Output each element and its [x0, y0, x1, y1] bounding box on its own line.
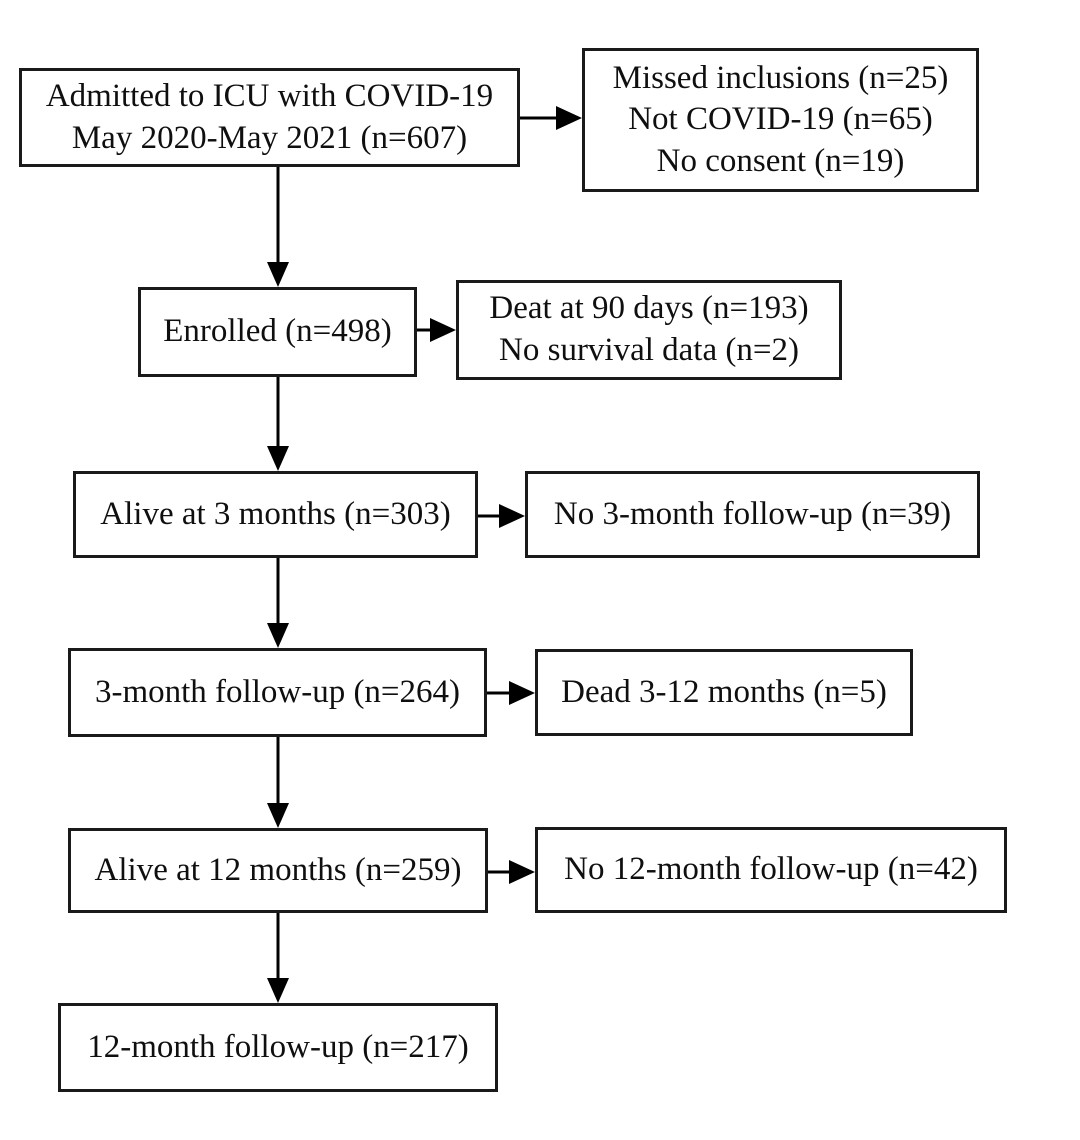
flow-box-dead-at-90-days: Deat at 90 days (n=193) No survival data…	[456, 280, 842, 380]
flow-box-no-12-month-follow-up: No 12-month follow-up (n=42)	[535, 827, 1007, 913]
down-arrow-fu3-to-alive12	[267, 737, 289, 828]
down-arrow-alive12-to-fu12	[267, 913, 289, 1003]
down-arrow-enrolled-to-alive3	[267, 377, 289, 471]
down-arrow-alive3-to-fu3	[267, 558, 289, 648]
flow-box-line: Alive at 12 months (n=259)	[94, 851, 462, 888]
right-arrow-enrolled-to-dead90	[417, 318, 456, 342]
flow-box-line: 3-month follow-up (n=264)	[94, 673, 461, 710]
flow-box-exclusions: Missed inclusions (n=25) Not COVID-19 (n…	[582, 48, 979, 192]
flow-box-no-3-month-follow-up: No 3-month follow-up (n=39)	[525, 471, 980, 558]
flow-box-line: Not COVID-19 (n=65)	[628, 101, 933, 138]
flow-box-line: No consent (n=19)	[656, 142, 905, 179]
down-arrow-admitted-to-enrolled	[267, 167, 289, 287]
flow-box-line: No survival data (n=2)	[499, 332, 799, 368]
flow-box-3-month-follow-up: 3-month follow-up (n=264)	[68, 648, 487, 737]
flow-box-line: 12-month follow-up (n=217)	[87, 1028, 469, 1065]
flow-box-line: Admitted to ICU with COVID-19	[45, 77, 494, 114]
right-arrow-alive3-to-nofu3	[478, 504, 525, 528]
flow-box-alive-12-months: Alive at 12 months (n=259)	[68, 828, 488, 913]
flow-box-line: Deat at 90 days (n=193)	[489, 290, 809, 327]
flow-box-enrolled: Enrolled (n=498)	[138, 287, 417, 377]
flow-box-line: Missed inclusions (n=25)	[612, 59, 949, 96]
flow-box-admitted-icu: Admitted to ICU with COVID-19 May 2020-M…	[19, 68, 520, 167]
flow-box-dead-3-12-months: Dead 3-12 months (n=5)	[535, 649, 913, 736]
flow-box-line: Dead 3-12 months (n=5)	[561, 673, 887, 710]
flow-box-line: No 3-month follow-up (n=39)	[553, 495, 952, 532]
flow-box-12-month-follow-up: 12-month follow-up (n=217)	[58, 1003, 498, 1092]
flow-box-line: May 2020-May 2021 (n=607)	[71, 119, 468, 156]
flow-box-alive-3-months: Alive at 3 months (n=303)	[73, 471, 478, 558]
right-arrow-fu3-to-dead312	[487, 681, 535, 705]
flow-box-line: No 12-month follow-up (n=42)	[564, 851, 978, 888]
flow-box-line: Alive at 3 months (n=303)	[100, 495, 451, 532]
right-arrow-alive12-to-nofu12	[488, 860, 535, 884]
flow-box-line: Enrolled (n=498)	[163, 313, 392, 350]
right-arrow-admitted-to-exclusions	[520, 106, 582, 130]
